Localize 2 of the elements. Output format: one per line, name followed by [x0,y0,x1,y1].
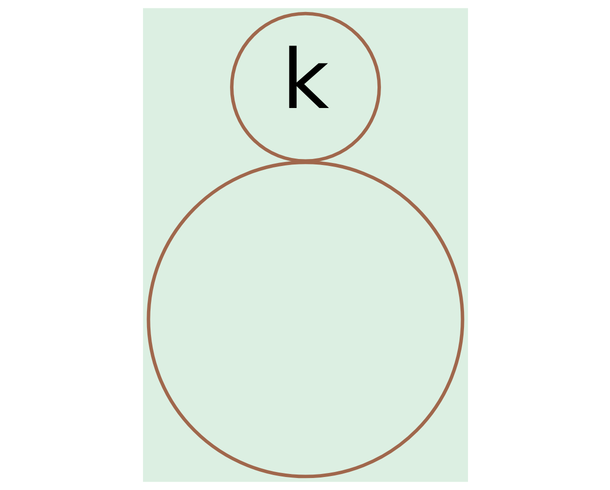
node-circle [146,160,464,478]
node-circle: k [230,12,380,163]
